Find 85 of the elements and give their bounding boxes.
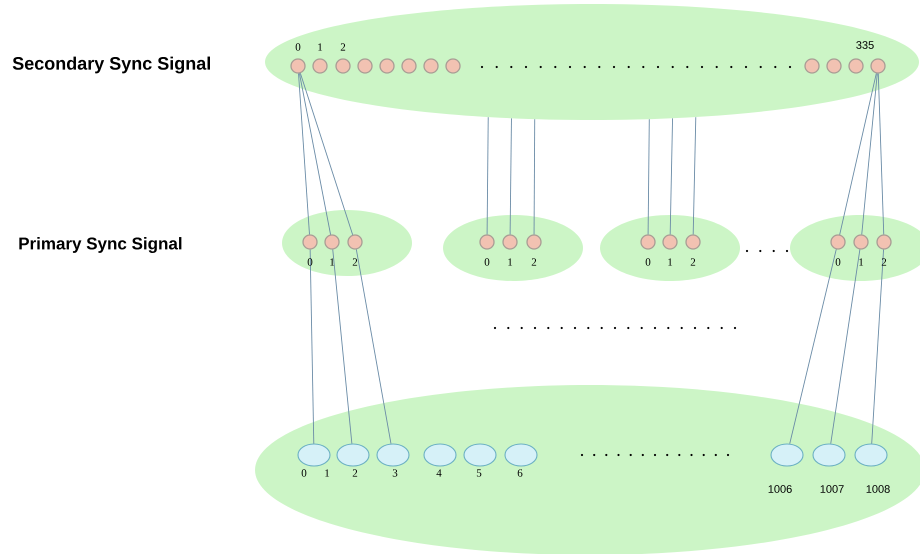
signal-circle xyxy=(870,58,886,74)
signal-circle xyxy=(876,234,892,250)
index-oval xyxy=(504,443,538,467)
index-label: 0 xyxy=(646,258,650,266)
connector-line xyxy=(486,116,489,235)
signal-circle xyxy=(502,234,518,250)
index-label: 1007 xyxy=(820,485,844,493)
index-oval xyxy=(376,443,410,467)
connector-line xyxy=(878,73,884,235)
index-label: 0 xyxy=(296,43,300,51)
connector-line xyxy=(310,249,314,444)
signal-circle xyxy=(640,234,656,250)
index-label: 335 xyxy=(856,41,874,49)
index-label: 0 xyxy=(302,469,306,477)
connector-line xyxy=(298,73,310,235)
index-label: 0 xyxy=(836,258,840,266)
index-oval xyxy=(297,443,331,467)
signal-circle xyxy=(379,58,395,74)
signal-circle xyxy=(312,58,328,74)
signal-circle xyxy=(445,58,461,74)
connector-line xyxy=(534,118,536,235)
signal-circle xyxy=(357,58,373,74)
connector-line xyxy=(300,72,354,236)
index-label: 1 xyxy=(508,258,512,266)
connector-line xyxy=(332,249,352,444)
ellipse-region xyxy=(255,385,920,554)
index-label: 2 xyxy=(532,258,536,266)
signal-circle xyxy=(324,234,340,250)
index-label: 2 xyxy=(352,469,358,477)
row-label: Secondary Sync Signal xyxy=(12,56,210,74)
index-label: 1008 xyxy=(866,485,890,493)
index-label: 1006 xyxy=(768,485,792,493)
signal-circle xyxy=(302,234,318,250)
index-oval xyxy=(463,443,497,467)
connector-line xyxy=(648,118,650,235)
index-label: 1 xyxy=(318,43,322,51)
index-oval xyxy=(423,443,457,467)
connector-line xyxy=(839,73,877,235)
connector-line xyxy=(789,249,837,444)
index-label: 1 xyxy=(668,258,672,266)
connector-line xyxy=(670,118,673,235)
signal-circle xyxy=(853,234,869,250)
signal-circle xyxy=(423,58,439,74)
index-label: 6 xyxy=(518,469,522,477)
index-label: 2 xyxy=(882,258,886,266)
signal-circle xyxy=(848,58,864,74)
connector-line xyxy=(692,116,696,235)
ellipse-region xyxy=(790,215,920,281)
signal-circle xyxy=(479,234,495,250)
index-label: 1 xyxy=(330,258,334,266)
index-oval xyxy=(770,443,804,467)
index-label: 2 xyxy=(690,258,696,266)
index-label: 0 xyxy=(308,258,312,266)
index-label: 4 xyxy=(436,469,442,477)
ellipse-region xyxy=(443,215,583,281)
index-label: 1 xyxy=(859,258,864,266)
index-label: 1 xyxy=(325,469,330,477)
connector-line xyxy=(861,73,878,235)
signal-circle xyxy=(401,58,417,74)
ellipse-region xyxy=(265,4,920,120)
index-oval xyxy=(812,443,846,467)
index-oval xyxy=(854,443,888,467)
index-label: 3 xyxy=(392,469,398,477)
ellipse-region xyxy=(282,210,412,276)
signal-circle xyxy=(347,234,363,250)
connector-line xyxy=(299,73,331,235)
signal-circle xyxy=(804,58,820,74)
index-label: 2 xyxy=(352,258,358,266)
row-label: Primary Sync Signal xyxy=(19,237,182,253)
signal-circle xyxy=(290,58,306,74)
connector-line xyxy=(356,249,392,444)
ellipse-region xyxy=(600,215,740,281)
signal-circle xyxy=(662,234,678,250)
index-oval xyxy=(336,443,370,467)
signal-circle xyxy=(526,234,542,250)
signal-circle xyxy=(830,234,846,250)
index-label: 5 xyxy=(476,469,482,477)
index-label: 0 xyxy=(484,258,490,266)
signal-circle xyxy=(826,58,842,74)
signal-circle xyxy=(685,234,701,250)
signal-circle xyxy=(335,58,351,74)
connector-line xyxy=(871,249,884,444)
index-label: 2 xyxy=(340,43,346,51)
connector-line xyxy=(510,118,512,235)
connector-line xyxy=(830,249,860,444)
